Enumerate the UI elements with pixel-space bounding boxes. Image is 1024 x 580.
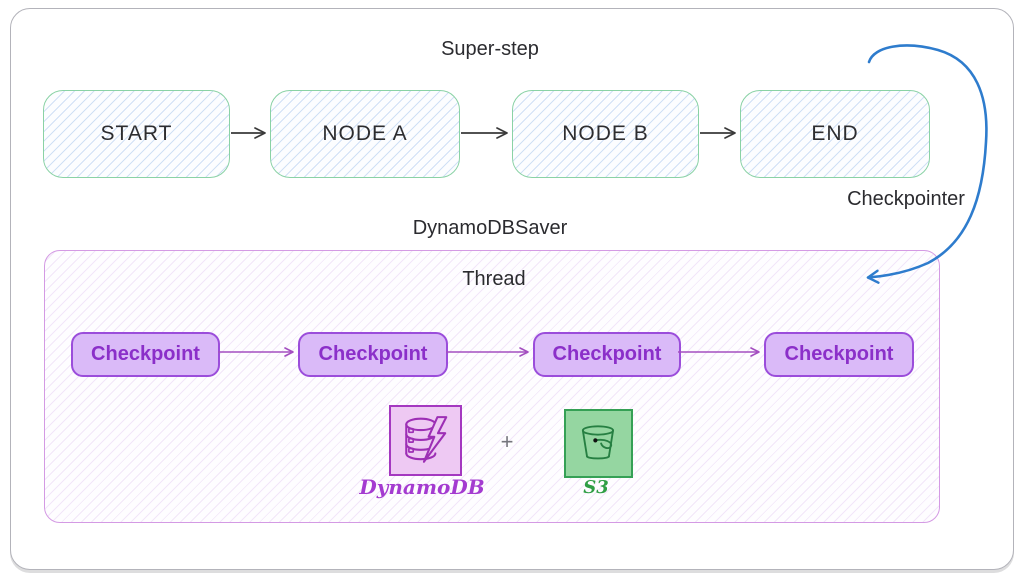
checkpoint-1: Checkpoint <box>71 332 220 377</box>
s3-label: S3 <box>583 477 609 498</box>
bucket-icon <box>564 409 633 478</box>
checkpoint-4: Checkpoint <box>764 332 914 377</box>
node-a-label: NODE A <box>322 122 408 145</box>
database-lightning-icon <box>389 405 462 476</box>
checkpointer-label: Checkpointer <box>847 188 965 210</box>
node-end-label: END <box>811 122 859 145</box>
thread-container: Thread Checkpoint Checkpoint Checkpoint … <box>44 250 940 523</box>
checkpoint-2: Checkpoint <box>298 332 448 377</box>
node-end: END <box>740 90 930 178</box>
checkpoint-3: Checkpoint <box>533 332 681 377</box>
plus-sign: + <box>500 429 514 454</box>
dynamodbsaver-title: DynamoDBSaver <box>412 217 568 239</box>
node-start: START <box>43 90 230 178</box>
node-b-label: NODE B <box>562 122 649 145</box>
checkpoint-1-label: Checkpoint <box>91 343 200 365</box>
node-a: NODE A <box>270 90 460 178</box>
node-start-label: START <box>100 122 173 145</box>
checkpoint-4-label: Checkpoint <box>784 343 894 365</box>
thread-title: Thread <box>462 268 526 290</box>
super-step-title: Super-step <box>441 38 539 60</box>
dynamodb-label: DynamoDB <box>359 475 485 499</box>
checkpoint-2-label: Checkpoint <box>318 343 428 365</box>
node-b: NODE B <box>512 90 699 178</box>
checkpoint-3-label: Checkpoint <box>552 343 662 365</box>
